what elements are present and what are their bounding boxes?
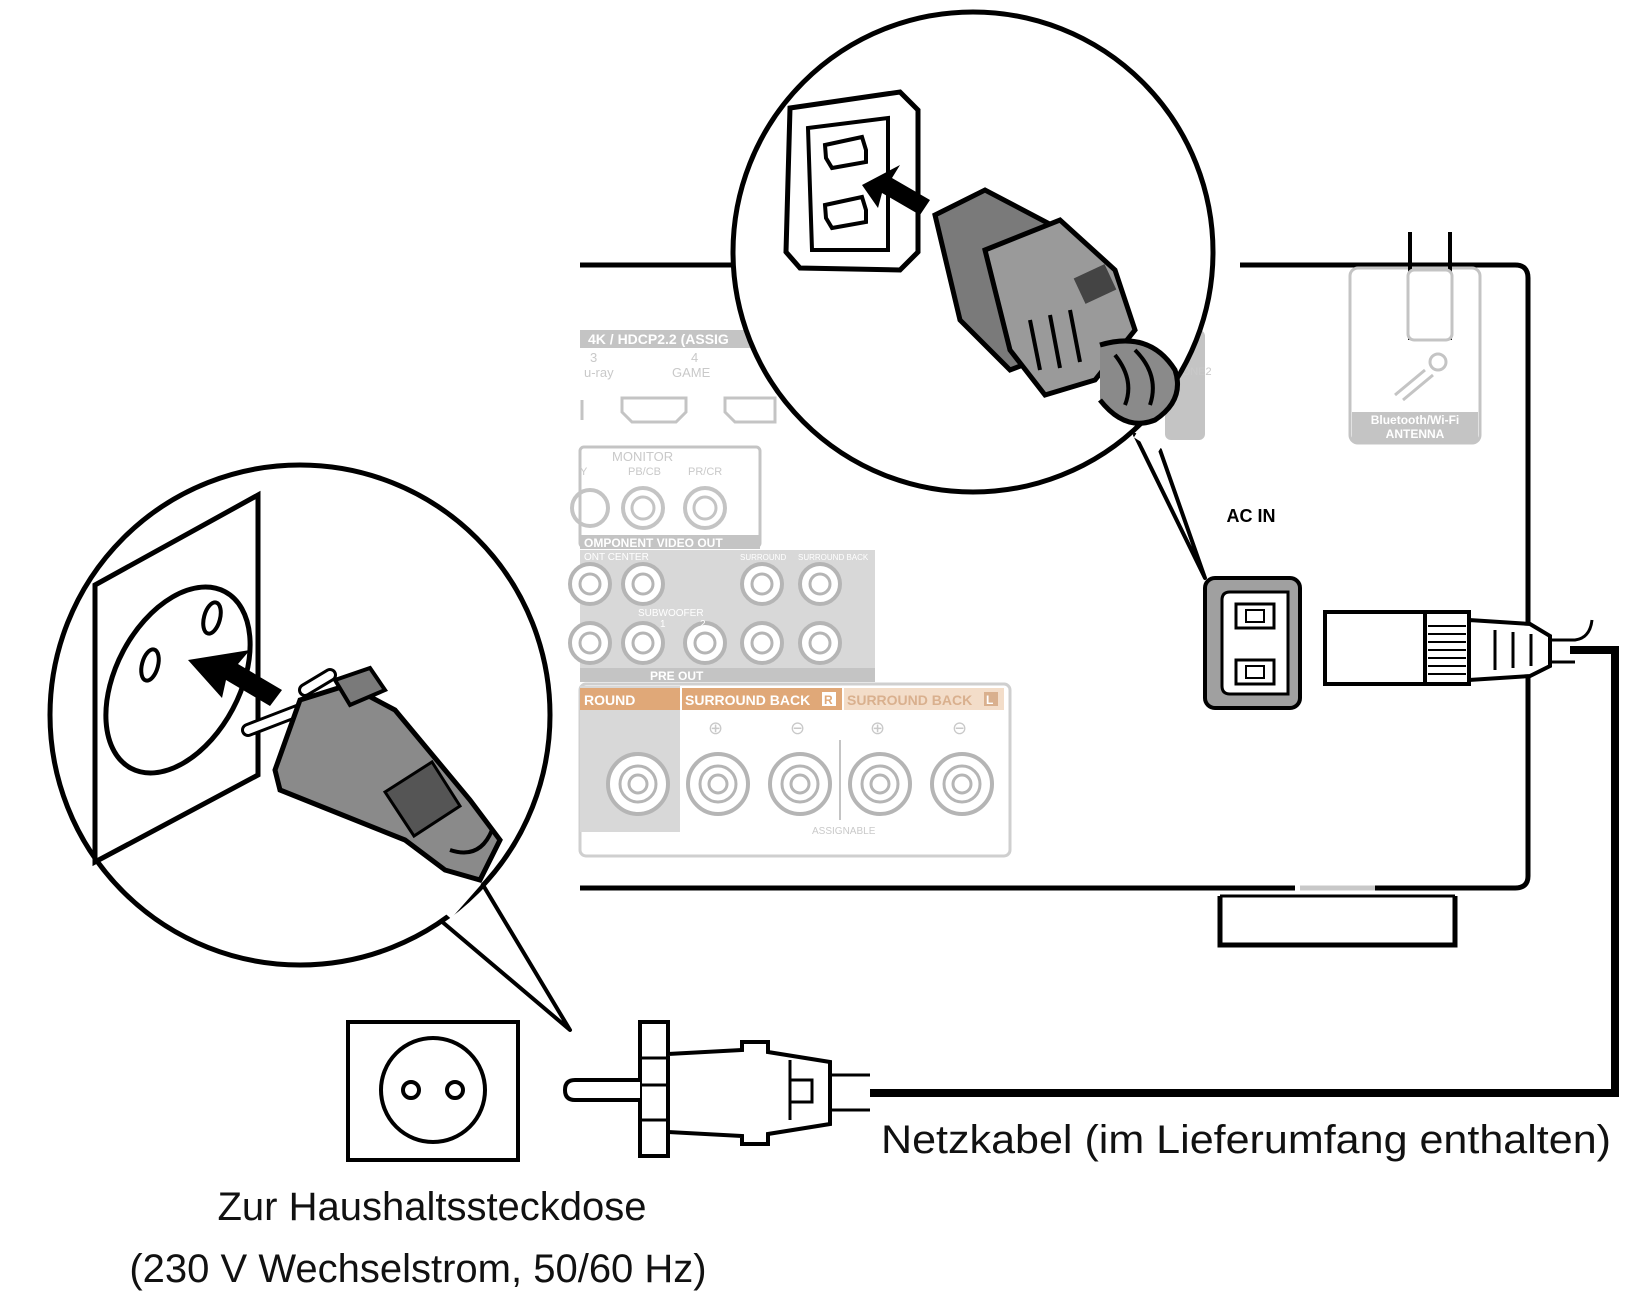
outlet-label-line2: (230 V Wechselstrom, 50/60 Hz) xyxy=(129,1247,706,1291)
hdmi-port-5 xyxy=(723,396,777,424)
magnified-wall-socket xyxy=(92,490,261,867)
surround-back-header-label: SURROUND BACK xyxy=(798,553,869,562)
minus-symbol-2: ⊖ xyxy=(952,718,967,738)
ac-in-label: AC IN xyxy=(1227,506,1276,526)
power-cord-label: Netzkabel (im Lieferumfang enthalten) xyxy=(881,1118,1611,1162)
hdmi4-name: GAME xyxy=(672,365,711,380)
plus-symbol-2: ⊕ xyxy=(870,718,885,738)
surround-l-partial-label: ROUND xyxy=(584,692,635,708)
monitor-label: MONITOR xyxy=(612,449,673,464)
component-video-out-label: OMPONENT VIDEO OUT xyxy=(584,536,723,550)
surround-back-r-badge: R xyxy=(824,693,833,707)
hdmi3-name: u-ray xyxy=(584,365,614,380)
hdmi-port-4 xyxy=(620,396,688,424)
front-center-label: ONT CENTER xyxy=(584,552,649,563)
iec-cord-plug xyxy=(1323,610,1594,686)
outlet-label-line1: Zur Haushaltssteckdose xyxy=(217,1185,646,1229)
pr-cr-label: PR/CR xyxy=(688,466,722,478)
pb-cb-label: PB/CB xyxy=(628,466,661,478)
pre-out-label: PRE OUT xyxy=(650,669,704,683)
bluetooth-wifi-antenna: Bluetooth/Wi-Fi ANTENNA xyxy=(1348,232,1482,445)
receiver-foot xyxy=(1217,896,1458,948)
surround-back-l-label: SURROUND BACK xyxy=(847,692,972,708)
magnified-iec-inlet xyxy=(783,89,921,273)
outlet-hole-right xyxy=(445,1080,465,1100)
magnifier-wall-outlet xyxy=(47,462,572,1032)
surround-back-r-label: SURROUND BACK xyxy=(685,692,810,708)
assignable-label: ASSIGNABLE xyxy=(812,826,876,837)
pb-jack xyxy=(621,486,665,530)
magnified-iec-plug xyxy=(932,187,1180,426)
subwoofer-label: SUBWOOFER xyxy=(638,608,704,619)
magnified-schuko-plug xyxy=(241,665,503,883)
y-label: Y xyxy=(580,466,588,478)
subwoofer-num-1: 1 xyxy=(660,619,666,630)
receiver-chassis-outline xyxy=(580,262,1531,891)
hdmi3-number: 3 xyxy=(590,350,597,365)
surround-back-l-badge: L xyxy=(986,693,993,707)
subwoofer-num-2: 2 xyxy=(700,619,706,630)
speaker-terminal-section: ROUND SURROUND BACK R SURROUND BACK L ⊕ … xyxy=(578,682,1012,858)
minus-symbol-1: ⊖ xyxy=(790,718,805,738)
outlet-hole-left xyxy=(401,1080,421,1100)
component-video-section: MONITOR Y PB/CB PR/CR OMPONENT VIDEO OUT xyxy=(570,445,762,550)
antenna-connector-icon xyxy=(1428,352,1448,372)
schuko-plug xyxy=(562,1020,870,1158)
antenna-label-line2: ANTENNA xyxy=(1386,427,1445,441)
antenna-label-line1: Bluetooth/Wi-Fi xyxy=(1371,413,1460,427)
ac-in-socket xyxy=(1203,576,1302,710)
pre-out-section: ONT CENTER SURROUND SURROUND BACK SUBWOO… xyxy=(568,550,875,683)
wall-outlet xyxy=(346,1020,520,1162)
power-cord xyxy=(870,646,1619,1097)
hdmi4-number: 4 xyxy=(691,350,698,365)
hdmi-header-label: 4K / HDCP2.2 (ASSIG xyxy=(588,331,729,347)
insert-plug-arrow-icon xyxy=(188,650,282,706)
insert-arrow-icon xyxy=(862,165,930,215)
magnifier-ac-in xyxy=(720,9,1216,580)
plus-symbol-1: ⊕ xyxy=(708,718,723,738)
pr-jack xyxy=(683,486,727,530)
surround-header-label: SURROUND xyxy=(740,553,786,562)
